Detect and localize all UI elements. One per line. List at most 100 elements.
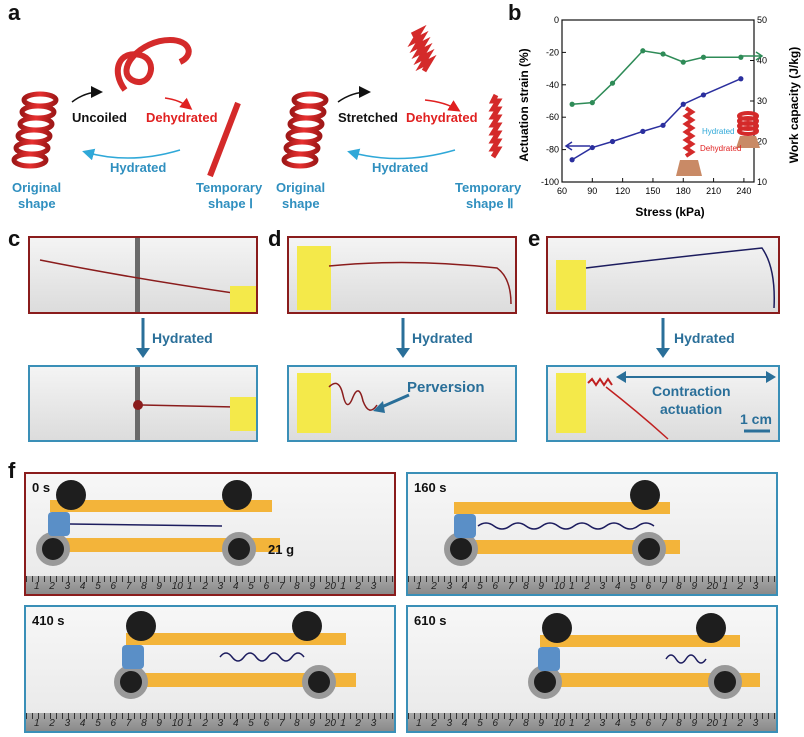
ruler-mark: 2 (737, 718, 743, 729)
series-point-0 (640, 48, 646, 54)
x-tick-label: 240 (736, 186, 751, 196)
panel-d-after: Perversion (287, 365, 517, 442)
ruler-mark: 20 (324, 718, 336, 729)
ruler-mark: 6 (492, 718, 499, 729)
series-point-1 (660, 122, 666, 128)
ruler-mark: 1 (187, 718, 193, 729)
ruler-mark: 7 (278, 581, 285, 592)
ruler-mark: 9 (309, 581, 316, 592)
label-dehydrated-2: Dehydrated (406, 110, 478, 125)
x-tick-label: 120 (615, 186, 630, 196)
ruler-mark: 20 (706, 718, 718, 729)
inset-dehydrated-label: Dehydrated (700, 144, 741, 153)
ruler-mark: 6 (110, 718, 117, 729)
ruler-mark: 2 (202, 581, 208, 592)
series-point-1 (700, 92, 707, 98)
ruler-mark: 2 (584, 718, 590, 729)
ruler-mark: 10 (171, 581, 183, 592)
ruler-mark: 5 (95, 718, 101, 729)
panel-label-b: b (508, 0, 522, 25)
panel-c-after (28, 365, 258, 442)
ruler-mark: 4 (79, 718, 86, 729)
x-tick-label: 180 (676, 186, 691, 196)
x-tick-label: 60 (557, 186, 567, 196)
original-coil-2 (281, 91, 329, 169)
ruler-mark: 8 (294, 718, 300, 729)
ruler-mark: 6 (263, 718, 270, 729)
panel-label-a: a (8, 0, 21, 25)
ruler-mark: 2 (431, 581, 437, 592)
x-tick-label: 150 (645, 186, 660, 196)
ruler-mark: 3 (370, 581, 377, 592)
ruler-mark: 9 (538, 718, 544, 729)
ruler-mark: 2 (49, 718, 55, 729)
ruler-mark: 7 (507, 581, 514, 592)
series-point-0 (700, 54, 707, 60)
ruler-mark: 5 (630, 718, 636, 729)
ruler-mark: 1 (34, 718, 40, 729)
label-temporary-2b: shape Ⅱ (466, 196, 514, 211)
ruler-mark: 8 (676, 581, 682, 592)
chart-xlabel: Stress (kPa) (635, 205, 704, 219)
ruler-mark: 3 (64, 718, 71, 729)
ruler-mark: 1 (416, 718, 422, 729)
panel-f-mass: 21 g (268, 542, 295, 557)
ruler-mark: 8 (523, 718, 529, 729)
y2-tick-label: 20 (757, 137, 767, 147)
series-point-0 (680, 59, 686, 65)
ruler-mark: 1 (340, 581, 346, 592)
ruler-mark: 3 (752, 718, 759, 729)
x-tick-label: 90 (587, 186, 597, 196)
ruler-mark: 5 (248, 718, 254, 729)
series-point-1 (569, 157, 575, 163)
panel-f-time-610: 610 s (414, 613, 447, 628)
uncoiled-spiral (114, 36, 192, 92)
series-point-0 (609, 80, 616, 86)
ruler-mark: 6 (645, 581, 652, 592)
ruler-mark: 6 (645, 718, 652, 729)
label-original-2a: Original (276, 180, 326, 195)
x-tick-label: 210 (706, 186, 721, 196)
panel-e-after: Contraction actuation 1 cm (546, 365, 780, 442)
ruler-mark: 9 (691, 581, 698, 592)
ruler-mark: 10 (553, 581, 565, 592)
ruler-mark: 1 (569, 718, 575, 729)
ruler-mark: 10 (553, 718, 565, 729)
series-line-0 (572, 49, 741, 105)
ruler-mark: 7 (125, 718, 132, 729)
ruler-mark: 1 (416, 581, 422, 592)
y-tick-label: -60 (546, 112, 559, 122)
series-point-1 (589, 144, 595, 151)
ruler-mark: 1 (34, 581, 40, 592)
ruler-mark: 8 (141, 718, 147, 729)
ruler-mark: 8 (141, 581, 147, 592)
ruler-mark: 4 (614, 581, 621, 592)
ruler-mark: 7 (278, 718, 285, 729)
label-original-1b: shape (18, 196, 56, 211)
original-coil-1 (11, 91, 59, 169)
ruler-mark: 4 (79, 581, 86, 592)
panel-e-scale-label: 1 cm (740, 411, 772, 427)
ruler-mark: 3 (752, 581, 759, 592)
ruler-mark: 3 (599, 718, 606, 729)
y-tick-label: -40 (546, 80, 559, 90)
label-temporary-1b: shape Ⅰ (208, 196, 254, 211)
label-hydrated-2: Hydrated (372, 160, 429, 175)
ruler-mark: 3 (64, 581, 71, 592)
panel-e-before (546, 236, 780, 314)
series-point-1 (640, 128, 646, 134)
ruler-mark: 7 (507, 718, 514, 729)
ruler-mark: 9 (156, 718, 162, 729)
label-stretched: Stretched (338, 110, 398, 125)
ruler-mark: 1 (722, 718, 728, 729)
panel-d-perversion: Perversion (407, 379, 485, 396)
ruler-mark: 5 (477, 718, 483, 729)
ruler-mark: 9 (309, 718, 316, 729)
panel-d-hydrated: Hydrated (412, 330, 473, 346)
panel-label-e: e (528, 226, 541, 251)
y2-tick-label: 30 (757, 96, 767, 106)
label-temporary-2a: Temporary (455, 180, 522, 195)
